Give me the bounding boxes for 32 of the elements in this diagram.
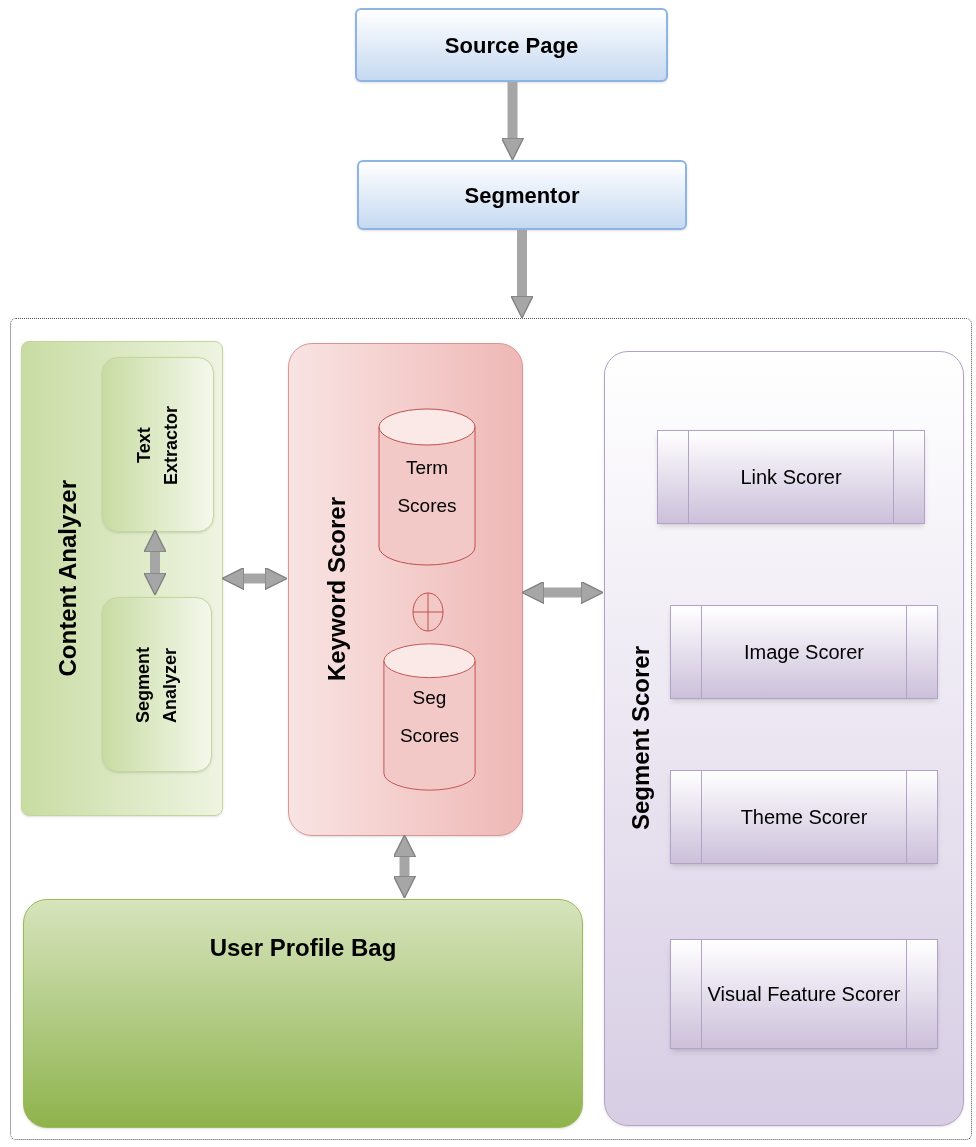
profile-panel	[23, 899, 583, 1128]
node-label: Segment Scorer	[626, 646, 655, 831]
node-label: User Profile Bag	[209, 933, 397, 963]
process-box	[670, 770, 938, 864]
arrow	[221, 566, 288, 591]
process-box	[102, 357, 214, 532]
node-label: Visual Feature Scorer	[707, 982, 901, 1007]
process-box	[357, 160, 687, 230]
process-box	[670, 939, 938, 1049]
group-panel	[604, 351, 964, 1126]
node-label: Content Analyzer	[53, 480, 82, 677]
node-label: Image Scorer	[743, 640, 865, 665]
arrow	[392, 834, 417, 899]
arrow	[521, 580, 604, 605]
process-box	[657, 430, 925, 524]
arrow	[143, 529, 167, 596]
node-label: Theme Scorer	[740, 805, 868, 830]
process-box	[670, 605, 938, 699]
node-label: Source Page	[444, 31, 579, 60]
group-panel	[21, 341, 223, 816]
process-box	[355, 8, 668, 82]
node-label: Segmentor	[464, 181, 580, 210]
node-label: Term Scores	[396, 456, 458, 518]
node-label: Keyword Scorer	[322, 497, 351, 682]
node-label: Text Extractor	[133, 404, 182, 486]
group-panel	[288, 343, 523, 836]
node-label: Seg Scores	[398, 686, 461, 748]
arrow	[500, 82, 525, 161]
process-box	[102, 597, 212, 772]
node-label: Link Scorer	[740, 465, 842, 490]
arrow	[510, 230, 534, 319]
node-label: Segment Analyzer	[132, 645, 181, 725]
